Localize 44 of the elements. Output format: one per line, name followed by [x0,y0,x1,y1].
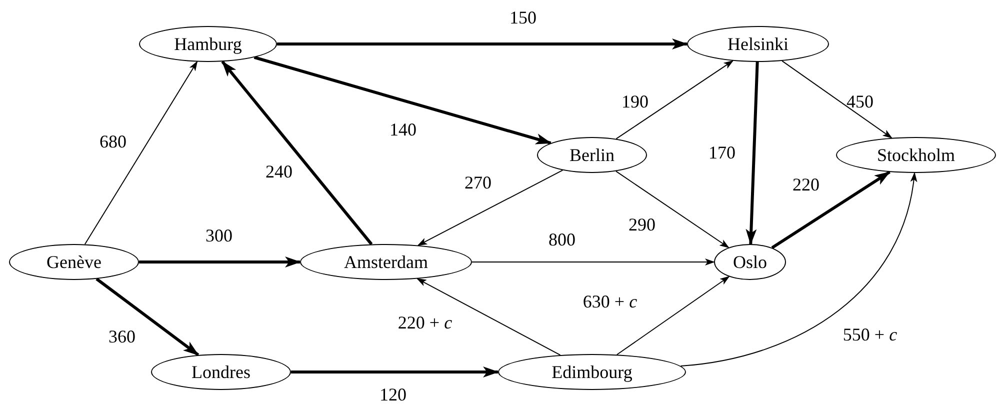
arrow [277,38,688,50]
city-name: Helsinki [728,34,788,54]
edge-label: 290 [628,214,656,236]
arrow [782,60,892,138]
edge-label: 140 [390,120,416,140]
arrow [746,62,759,245]
arrow [616,276,730,356]
edge-label: 550 + c [842,324,898,346]
edge-label: 220 + c [398,312,452,334]
city-name: Genève [46,252,102,272]
edge-label: 170 [708,142,736,164]
edge-label: 120 [380,384,406,405]
edge-label: 240 [266,162,292,182]
edge-label: 220 [792,174,820,196]
arrow [472,258,715,266]
arrow [680,172,917,367]
edge-label: 190 [622,92,648,112]
city-name: Edimbourg [552,362,632,382]
edge-label: 300 [206,226,232,246]
arrow [616,60,734,140]
arrow [221,60,373,246]
edge-label: 630 + c [582,292,638,312]
arrow [615,170,730,248]
city-name: Berlin [570,144,614,166]
edge-label: 360 [108,326,136,348]
edge-label: 150 [510,8,536,28]
arrow [84,60,198,245]
edge-label: 800 [548,230,576,250]
edge-label: 450 [846,92,874,112]
arrow [416,278,561,356]
city-name: Londres [192,362,250,382]
city-name: Amsterdam [344,252,428,272]
edge-label: 270 [464,172,492,194]
arrow [291,366,499,378]
arrow [254,56,552,145]
arrow [96,278,200,356]
city-name: Stockholm [876,144,955,166]
arrow [417,170,564,246]
city-ellipse [537,137,647,173]
city-name: Hamburg [174,34,242,54]
arrow [771,170,890,250]
city-name: Oslo [732,252,767,272]
arrow [139,256,301,268]
edge-label: 680 [100,132,126,152]
